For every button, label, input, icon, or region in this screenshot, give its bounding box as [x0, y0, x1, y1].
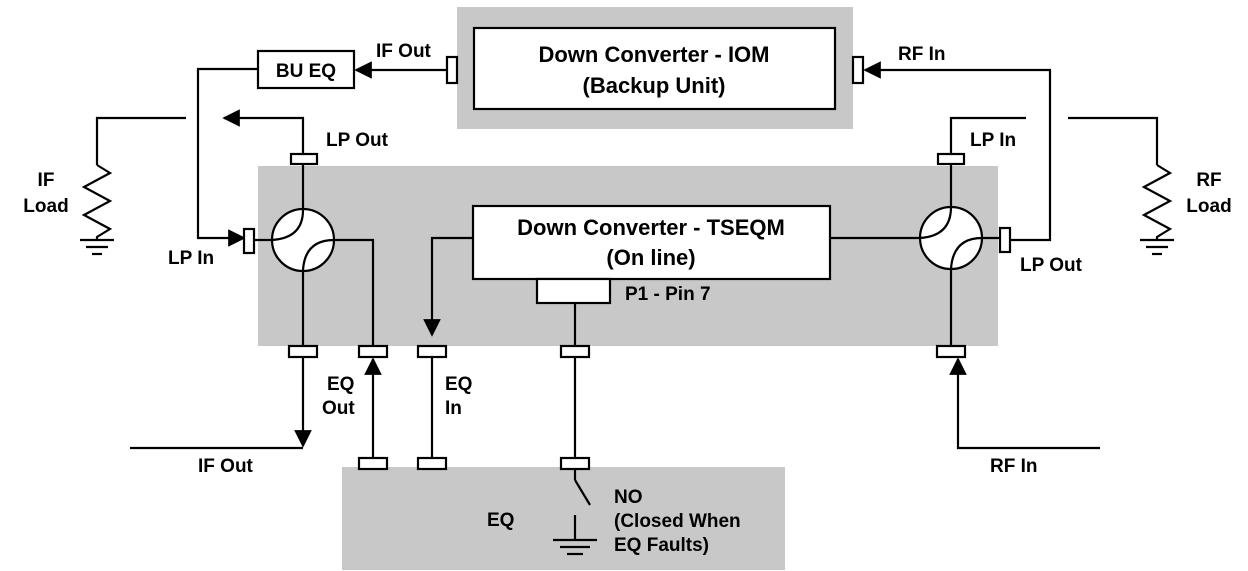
- right-lp-out-to-rf-in-wire: [863, 61, 1052, 242]
- if-load-label-2: Load: [23, 196, 68, 217]
- eq-relay-connector: [559, 456, 591, 471]
- right-lp-in-label: LP In: [970, 130, 1016, 151]
- rf-load-label-1: RF: [1196, 170, 1221, 191]
- iom-box: [472, 26, 837, 111]
- no-label-1: NO: [614, 487, 643, 508]
- tseqm-subtitle: (On line): [606, 245, 695, 270]
- rf-in-bottom-label: RF In: [990, 456, 1038, 477]
- no-label-2: (Closed When: [614, 511, 741, 532]
- right-lp-in-wire: [949, 116, 1026, 154]
- right-lp-in-connector: [936, 152, 966, 166]
- no-label-3: EQ Faults): [614, 535, 709, 556]
- left-lp-in-label: LP In: [168, 248, 214, 269]
- eq-out-label-2: Out: [322, 398, 355, 419]
- if-out-top-label: IF Out: [376, 41, 432, 62]
- eq-in-label-1: EQ: [445, 374, 472, 395]
- left-lp-out-label: LP Out: [326, 130, 389, 151]
- left-switch-arc-2: [301, 238, 335, 271]
- panel-if-out-connector: [287, 344, 319, 359]
- if-load-label-1: IF: [38, 170, 55, 191]
- eq-out-connector: [357, 456, 389, 471]
- tseqm-box: [471, 204, 832, 281]
- left-switch-eq-out-wire: [334, 238, 375, 346]
- rf-in-top-label: RF In: [898, 44, 946, 65]
- relay-switch-blade: [574, 479, 591, 506]
- if-load-resistor: [81, 164, 113, 240]
- iom-rf-in-connector: [851, 55, 865, 85]
- bu-eq-label: BU EQ: [276, 61, 336, 82]
- eq-in-label-2: In: [445, 398, 462, 419]
- eq-label: EQ: [487, 510, 514, 531]
- eq-panel: [342, 467, 785, 570]
- right-switch-arc-1: [919, 206, 953, 240]
- iom-subtitle: (Backup Unit): [583, 73, 726, 98]
- panel-rf-in-connector: [935, 344, 967, 359]
- iom-if-out-connector: [445, 55, 459, 85]
- tseqm-title: Down Converter - TSEQM: [517, 215, 785, 240]
- if-out-bottom-label: IF Out: [198, 456, 254, 477]
- p1-connector: [535, 277, 612, 305]
- right-lp-out-connector: [998, 226, 1012, 254]
- iom-title: Down Converter - IOM: [538, 42, 769, 67]
- left-lp-in-connector: [242, 227, 256, 255]
- right-lp-out-label: LP Out: [1020, 255, 1083, 276]
- rf-load-resistor: [1141, 164, 1173, 240]
- eq-in-connector: [416, 456, 448, 471]
- right-switch-arc-2: [949, 236, 983, 270]
- panel-eq-out-connector: [357, 344, 389, 359]
- left-lp-out-wire: [222, 109, 305, 154]
- rf-load-wire: [1068, 116, 1159, 165]
- rf-in-up-wire: [949, 357, 1100, 450]
- left-switch-arc-1: [271, 209, 305, 242]
- panel-p1-connector: [559, 344, 591, 359]
- eq-out-label-1: EQ: [327, 374, 354, 395]
- if-load-wire: [95, 116, 186, 165]
- bu-eq-to-lp-in-wire: [196, 67, 258, 247]
- tseqm-to-eq-in-wire: [423, 236, 473, 337]
- rf-load-label-2: Load: [1186, 196, 1231, 217]
- panel-eq-in-connector: [416, 344, 448, 359]
- p1-label: P1 - Pin 7: [625, 284, 711, 305]
- left-lp-out-connector: [289, 152, 319, 166]
